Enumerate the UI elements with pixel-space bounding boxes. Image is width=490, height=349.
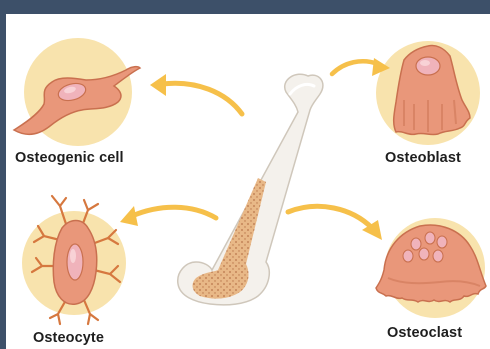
arrow-to-osteoclast [288,206,382,240]
label-osteoblast: Osteoblast [385,150,461,166]
long-bone [178,74,323,305]
arrow-to-osteogenic [150,74,242,114]
label-osteocyte: Osteocyte [33,330,104,346]
arrow-to-osteocyte [120,206,216,226]
label-osteoclast: Osteoclast [387,325,462,341]
label-osteogenic-cell: Osteogenic cell [15,150,124,166]
